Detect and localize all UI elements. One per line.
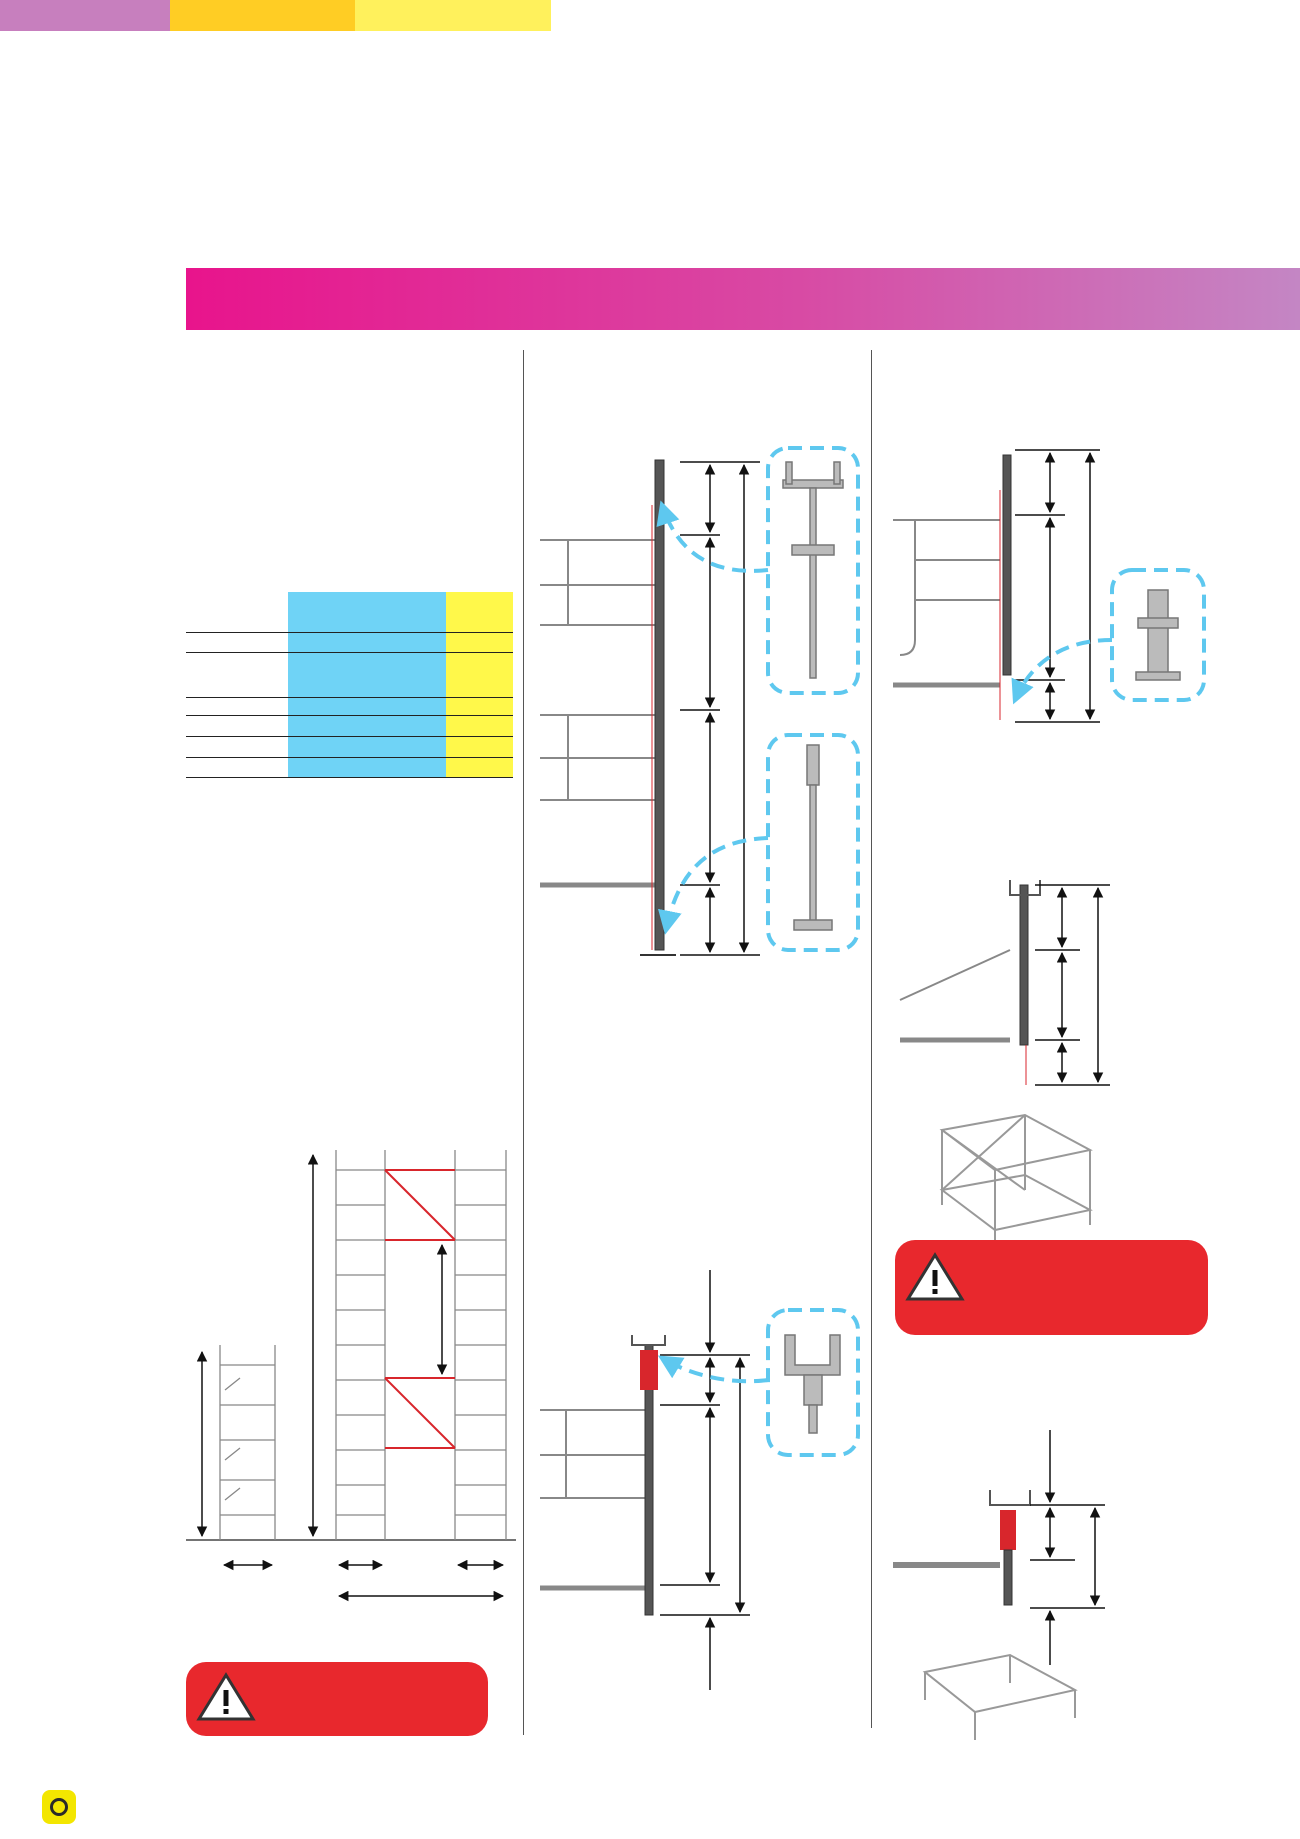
right-drawing-3-dims bbox=[1030, 1430, 1105, 1665]
jack-drawing-top-dims bbox=[680, 461, 760, 956]
jack-drawing-top bbox=[540, 459, 676, 956]
section-banner bbox=[186, 268, 1300, 330]
base-jack-icon bbox=[793, 744, 833, 931]
header-stripe-purple bbox=[0, 0, 170, 31]
column-divider-right bbox=[871, 350, 872, 1728]
spec-table-col-yellow bbox=[446, 592, 513, 778]
u-head-jack-icon bbox=[782, 461, 844, 679]
support-frame-iso-2 bbox=[922, 1653, 1078, 1740]
right-drawing-2-dims bbox=[1035, 884, 1110, 1086]
spec-table-rule bbox=[186, 777, 513, 778]
header-stripe-yellow bbox=[355, 0, 551, 31]
spec-table-rule bbox=[186, 652, 513, 653]
spec-table-rule bbox=[186, 757, 513, 758]
spec-table-col-blue bbox=[288, 592, 446, 778]
column-divider-left bbox=[523, 350, 524, 1735]
tower-ledgers bbox=[336, 1169, 506, 1516]
spec-table-rule bbox=[186, 736, 513, 737]
callout-u-head-top bbox=[656, 446, 860, 952]
warning-box-left bbox=[186, 1662, 488, 1736]
tower-drawing-large bbox=[335, 1150, 507, 1540]
red-diagonal-braces bbox=[384, 1169, 456, 1449]
spec-table bbox=[186, 592, 513, 778]
warning-triangle-icon bbox=[905, 1252, 965, 1301]
tower-drawing-small bbox=[186, 1345, 516, 1541]
callout-base-collar bbox=[1011, 568, 1206, 705]
right-drawing-1 bbox=[893, 454, 1012, 720]
right-drawing-3 bbox=[893, 1490, 1031, 1606]
spec-table-rule bbox=[186, 632, 513, 633]
brand-logo-icon bbox=[42, 1790, 76, 1824]
right-drawing-2 bbox=[899, 880, 1041, 1085]
u-head-icon bbox=[784, 1334, 841, 1434]
spec-table-rule bbox=[186, 697, 513, 698]
header-stripe-orange bbox=[170, 0, 355, 31]
right-drawing-1-dims bbox=[1015, 449, 1100, 723]
tower-dimension-arrows bbox=[196, 1153, 505, 1602]
spec-table-rule bbox=[186, 715, 513, 716]
callout-u-head-bottom bbox=[657, 1308, 860, 1457]
base-collar-icon bbox=[1135, 589, 1181, 681]
jack-drawing-bottom-dims bbox=[660, 1270, 750, 1690]
jack-drawing-bottom bbox=[540, 1335, 666, 1616]
warning-box-right bbox=[895, 1240, 1208, 1335]
warning-triangle-icon bbox=[196, 1672, 256, 1721]
support-frame-iso-1 bbox=[939, 1113, 1093, 1245]
